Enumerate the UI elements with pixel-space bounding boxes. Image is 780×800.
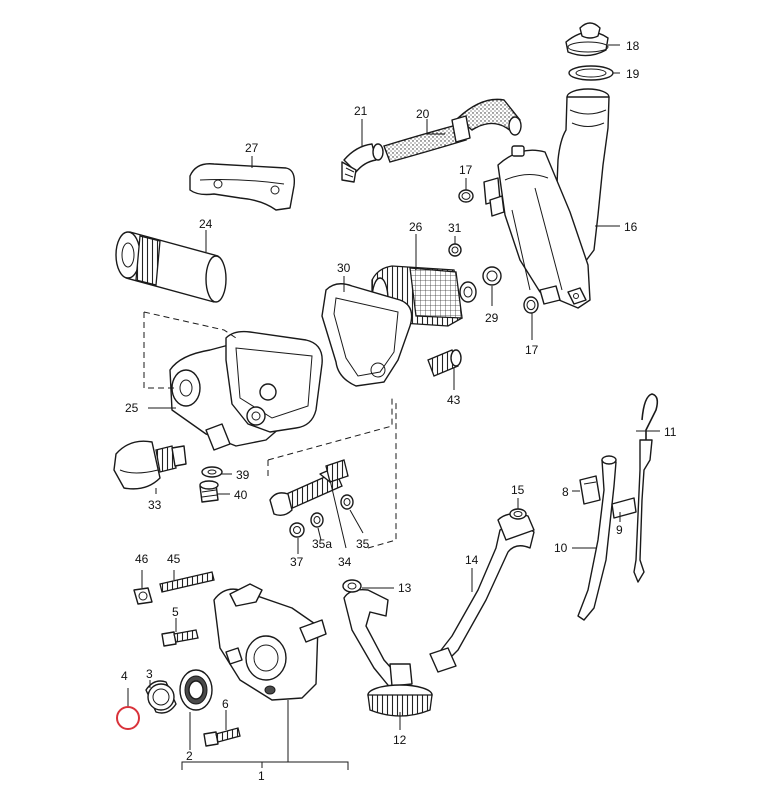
seal-ring-29[interactable]: [482, 266, 502, 286]
assembly-guide-lines: [143, 311, 397, 549]
oil-tank[interactable]: [483, 88, 610, 309]
union-bolt-34[interactable]: [269, 459, 349, 517]
callout-19: 19: [626, 67, 640, 81]
callout-43: 43: [447, 393, 461, 407]
callout-4: 4: [121, 669, 128, 683]
nut-46[interactable]: [133, 587, 153, 605]
callout-21: 21: [354, 104, 368, 118]
washer-39[interactable]: [201, 466, 223, 478]
oil-pressure-sender[interactable]: [113, 440, 187, 490]
clip-9[interactable]: [611, 497, 637, 519]
callout-20: 20: [416, 107, 430, 121]
callout-12: 12: [393, 733, 407, 747]
callout-35a: 35a: [312, 537, 332, 551]
gasket-30[interactable]: [321, 283, 413, 387]
callout-24: 24: [199, 217, 213, 231]
callout-40: 40: [234, 488, 248, 502]
callout-2: 2: [186, 749, 193, 763]
oil-filter[interactable]: [115, 231, 227, 303]
callout-25: 25: [125, 401, 139, 415]
callout-9: 9: [616, 523, 623, 537]
seal-ring-37[interactable]: [289, 522, 305, 538]
callout-1: 1: [258, 769, 265, 783]
callout-6: 6: [222, 697, 229, 711]
leader-lines: [127, 44, 660, 770]
callout-37: 37: [290, 555, 304, 569]
callout-10: 10: [554, 541, 568, 555]
callout-13: 13: [398, 581, 412, 595]
callout-15: 15: [511, 483, 525, 497]
oil-strainer[interactable]: [343, 588, 433, 717]
callout-16: 16: [624, 220, 638, 234]
oil-return-pipe[interactable]: [429, 513, 535, 673]
callout-31: 31: [448, 221, 462, 235]
seal-ring-35a[interactable]: [310, 512, 324, 528]
filler-cap-seal[interactable]: [568, 65, 614, 81]
callout-46: 46: [135, 552, 149, 566]
bushing-3[interactable]: [145, 680, 177, 714]
o-ring-4-highlighted[interactable]: [116, 706, 140, 730]
shaft-seal-2[interactable]: [179, 669, 213, 711]
clip-8[interactable]: [579, 475, 601, 505]
callout-39: 39: [236, 468, 250, 482]
callout-33: 33: [148, 498, 162, 512]
seal-ring-15[interactable]: [509, 508, 527, 520]
callout-34: 34: [338, 555, 352, 569]
o-ring-17-upper[interactable]: [458, 189, 474, 203]
callout-18: 18: [626, 39, 640, 53]
oil-filter-console[interactable]: [169, 330, 323, 451]
bolt-6[interactable]: [203, 727, 241, 747]
callout-35: 35: [356, 537, 370, 551]
callout-17-lower: 17: [525, 343, 539, 357]
callout-8: 8: [562, 485, 569, 499]
breather-hose[interactable]: [383, 98, 522, 163]
oil-cooler[interactable]: [371, 265, 477, 327]
seal-ring-13[interactable]: [342, 579, 362, 593]
union-fitting-43[interactable]: [427, 349, 462, 377]
callout-29: 29: [485, 311, 499, 325]
seal-ring-35[interactable]: [340, 494, 354, 510]
callout-26: 26: [409, 220, 423, 234]
callout-3: 3: [146, 667, 153, 681]
oil-filler-cap[interactable]: [565, 22, 609, 57]
plug-40[interactable]: [199, 480, 219, 503]
callout-11: 11: [664, 425, 677, 439]
callout-5: 5: [172, 605, 179, 619]
callout-17-upper: 17: [459, 163, 473, 177]
dipstick-guide-tube[interactable]: [577, 455, 617, 621]
dipstick[interactable]: [633, 393, 659, 583]
callout-labels: 18 19 20 21 27 17 16 24 26 31 30 29 17 4…: [121, 39, 677, 783]
breather-elbow[interactable]: [341, 143, 384, 183]
stud-45[interactable]: [159, 571, 215, 593]
callout-14: 14: [465, 553, 479, 567]
callout-27: 27: [245, 141, 259, 155]
oil-pump[interactable]: [213, 583, 327, 701]
callout-45: 45: [167, 552, 181, 566]
heat-shield[interactable]: [189, 163, 296, 211]
seal-ring-31[interactable]: [448, 243, 462, 257]
bolt-5[interactable]: [161, 629, 199, 647]
callout-30: 30: [337, 261, 351, 275]
o-ring-17-lower[interactable]: [523, 296, 539, 314]
